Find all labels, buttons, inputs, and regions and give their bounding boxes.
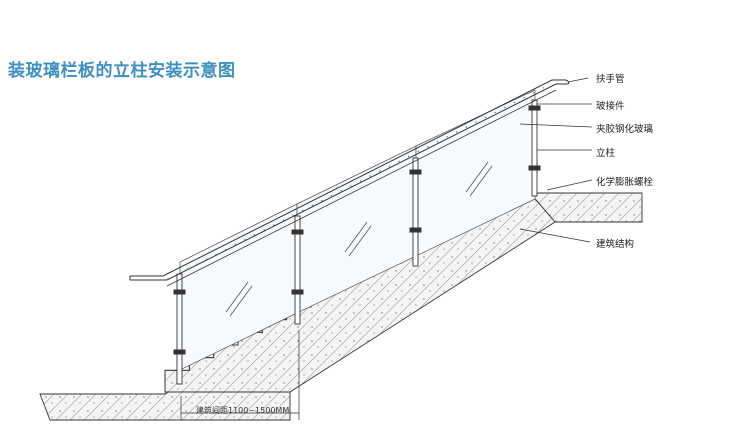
label-post: 立柱: [596, 148, 616, 159]
glass-connector: [528, 165, 541, 171]
rail-texture-dot: [484, 116, 487, 119]
label-handrail: 扶手管: [596, 74, 625, 85]
dimension-label: 建筑间距1100~1500MM: [196, 406, 290, 415]
rail-texture-dot: [513, 101, 516, 104]
rail-texture-dot: [340, 190, 342, 192]
rail-texture-dot: [321, 199, 323, 202]
rail-texture-dot: [167, 278, 169, 280]
label-structure: 建筑结构: [596, 239, 635, 250]
glass-connector: [173, 349, 186, 355]
glass-connector: [291, 229, 304, 235]
dimension-line: [180, 330, 300, 420]
rail-texture-dot: [244, 239, 246, 241]
rail-texture-dot: [456, 131, 458, 133]
handrail-tube: [129, 79, 570, 287]
glass-connector: [409, 227, 422, 233]
glass-connector: [528, 105, 541, 111]
rail-texture-dot: [494, 111, 496, 114]
rail-texture-dot: [446, 136, 448, 138]
label-anchor-bolt: 化学膨胀螺栓: [596, 177, 654, 188]
leader-lines: [519, 77, 593, 243]
rail-texture-dot: [234, 244, 237, 246]
rail-texture-dot: [407, 155, 410, 158]
floor-slab: [40, 383, 165, 395]
rail-texture-dot: [436, 141, 439, 143]
rail-texture-dot: [417, 150, 419, 153]
rail-texture-dot: [350, 185, 352, 187]
glass-connector: [173, 289, 186, 295]
rail-texture-dot: [205, 258, 208, 261]
rail-texture-dot: [292, 214, 294, 216]
rail-texture-dot: [176, 273, 179, 275]
rail-texture-dot: [398, 160, 400, 163]
rail-texture-dot: [533, 92, 535, 94]
rail-texture-dot: [273, 224, 275, 226]
rail-texture-dot: [330, 195, 333, 197]
rail-texture-dot: [523, 97, 525, 99]
rail-texture-dot: [215, 253, 217, 256]
glass-connector: [409, 169, 422, 175]
rail-texture-dot: [475, 121, 477, 123]
rail-texture-dot: [302, 209, 304, 212]
rail-texture-dot: [263, 229, 265, 231]
rail-texture-dot: [379, 170, 381, 172]
rail-texture-dot: [196, 263, 198, 265]
page-title: 装玻璃栏板的立柱安装示意图: [8, 61, 236, 81]
label-connector: 玻接件: [596, 101, 625, 112]
rail-texture-dot: [369, 175, 371, 177]
rail-texture-dot: [282, 219, 285, 221]
rail-texture-dot: [359, 180, 362, 182]
post: [531, 99, 538, 197]
rail-texture-dot: [465, 126, 468, 128]
label-glass: 夹胶钢化玻璃: [596, 124, 654, 135]
rail-texture-dot: [427, 146, 429, 148]
glass-connectors: [173, 105, 541, 355]
rail-texture-dot: [388, 165, 391, 167]
glass-connector: [291, 289, 304, 295]
rail-texture-dot: [186, 268, 188, 270]
rail-texture-dot: [225, 248, 227, 251]
rail-texture-dot: [542, 87, 545, 89]
rail-texture-dot: [311, 204, 314, 207]
rail-texture-dot: [253, 234, 256, 236]
post: [412, 157, 419, 267]
rail-texture-dot: [504, 106, 506, 109]
post: [294, 215, 301, 325]
